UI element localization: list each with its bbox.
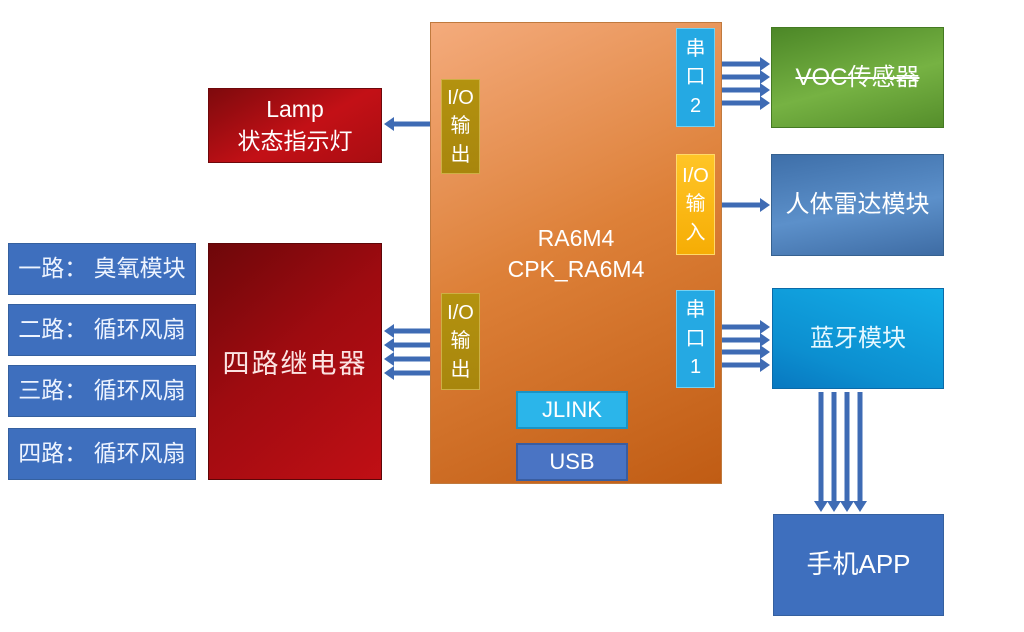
channel-2-block: 二路： 循环风扇 <box>8 304 196 356</box>
arrow-serial1-to-bt-1 <box>722 320 770 334</box>
arrow-io-to-relay-1 <box>384 324 433 338</box>
mcu-title: RA6M4 CPK_RA6M4 <box>430 222 722 286</box>
port-label-line: 口 <box>685 66 706 89</box>
bluetooth-module-block: 蓝牙模块 <box>772 288 944 389</box>
channel-3-block: 三路： 循环风扇 <box>8 365 196 417</box>
port-label-line: 出 <box>450 143 471 166</box>
arrow-serial1-to-bt-2 <box>722 333 770 347</box>
arrow-bt-to-app-3 <box>840 392 854 512</box>
arrow-ioin-to-radar <box>722 198 770 212</box>
jlink-label: JLINK <box>542 397 602 422</box>
port-label-line: 串 <box>685 37 706 60</box>
relay-block: 四路继电器 <box>208 243 382 480</box>
arrow-serial2-to-voc-2 <box>722 70 770 84</box>
bluetooth-module-label: 蓝牙模块 <box>810 324 906 352</box>
arrow-serial2-to-voc-1 <box>722 57 770 71</box>
lamp-label-line1: Lamp <box>266 96 324 123</box>
port-label-line: 2 <box>689 94 702 117</box>
arrow-io-to-relay-3 <box>384 352 433 366</box>
phone-app-block: 手机APP <box>773 514 944 616</box>
arrow-serial1-to-bt-4 <box>722 358 770 372</box>
port-label-line: 入 <box>685 221 706 244</box>
channel-2-label: 二路： 循环风扇 <box>18 316 186 343</box>
channel-4-block: 四路： 循环风扇 <box>8 428 196 480</box>
arrow-io-to-lamp <box>384 117 433 131</box>
port-label-line: I/O <box>682 164 709 187</box>
port-serial1: 串 口 1 <box>676 290 715 388</box>
radar-module-block: 人体雷达模块 <box>771 154 944 256</box>
arrow-io-to-relay-4 <box>384 366 433 380</box>
mcu-title-line1: RA6M4 <box>537 224 615 251</box>
port-label-line: 输 <box>450 330 471 353</box>
arrow-io-to-relay-2 <box>384 338 433 352</box>
port-label-line: 口 <box>685 327 706 350</box>
port-io-output-top: I/O 输 出 <box>441 79 480 174</box>
port-io-input: I/O 输 入 <box>676 154 715 255</box>
relay-label: 四路继电器 <box>222 349 368 379</box>
arrow-serial2-to-voc-4 <box>722 96 770 110</box>
arrow-serial2-to-voc-3 <box>722 83 770 97</box>
radar-module-label: 人体雷达模块 <box>785 191 930 219</box>
lamp-label-line2: 状态指示灯 <box>237 127 353 154</box>
arrow-serial1-to-bt-3 <box>722 345 770 359</box>
arrow-bt-to-app-1 <box>814 392 828 512</box>
channel-3-label: 三路： 循环风扇 <box>18 377 186 404</box>
voc-sensor-block: VOC传感器 <box>771 27 944 128</box>
mcu-title-line2: CPK_RA6M4 <box>507 256 645 282</box>
channel-1-block: 一路： 臭氧模块 <box>8 243 196 295</box>
arrow-bt-to-app-2 <box>827 392 841 512</box>
port-label-line: 输 <box>450 115 471 138</box>
phone-app-label: 手机APP <box>806 549 911 580</box>
usb-label: USB <box>549 449 595 474</box>
jlink-block: JLINK <box>516 391 628 429</box>
port-label-line: 出 <box>450 358 471 381</box>
port-label-line: I/O <box>447 86 474 109</box>
channel-4-label: 四路： 循环风扇 <box>18 440 186 467</box>
port-label-line: 输 <box>685 193 706 216</box>
port-label-line: 1 <box>689 356 702 379</box>
port-serial2: 串 口 2 <box>676 28 715 127</box>
lamp-block: Lamp 状态指示灯 <box>208 88 382 163</box>
channel-1-label: 一路： 臭氧模块 <box>18 255 186 282</box>
voc-sensor-label: VOC传感器 <box>795 63 920 91</box>
arrow-bt-to-app-4 <box>853 392 867 512</box>
port-label-line: 串 <box>685 299 706 322</box>
usb-block: USB <box>516 443 628 481</box>
port-io-output-bottom: I/O 输 出 <box>441 293 480 390</box>
port-label-line: I/O <box>447 301 474 324</box>
